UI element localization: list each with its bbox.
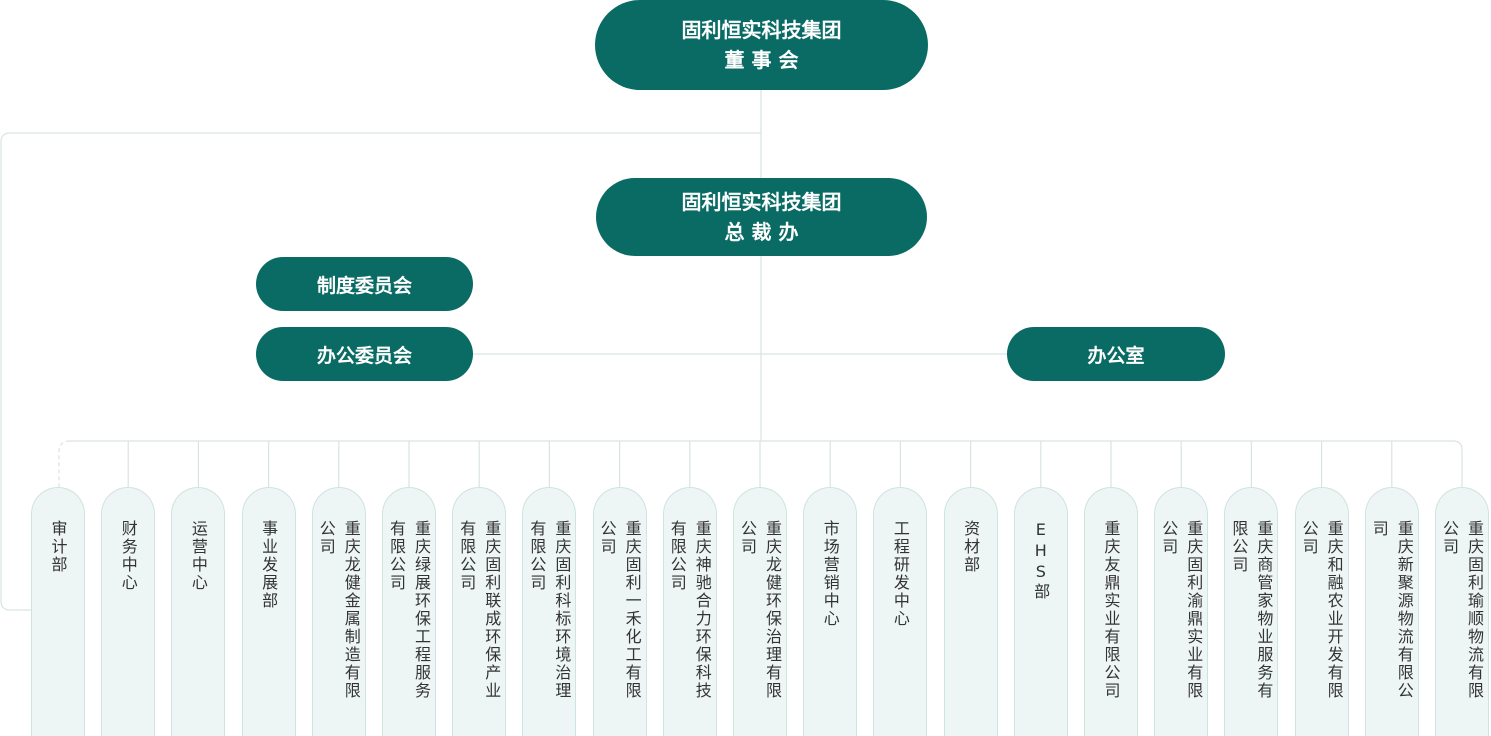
department-node: 重庆和融农业开发有限公司 (1294, 487, 1349, 736)
department-label: 重庆神驰合力环保科技有限公司 (667, 520, 712, 700)
department-label: 市场营销中心 (820, 520, 840, 628)
board-subtitle: 董 事 会 (724, 48, 799, 72)
department-node: 重庆绿展环保工程服务有限公司 (382, 487, 436, 736)
department-node: 重庆龙健环保治理有限公司 (733, 487, 787, 736)
department-node: 工程研发中心 (873, 487, 928, 736)
department-label: 重庆固利渝鼎实业有限公司 (1159, 520, 1204, 700)
department-label: 事业发展部 (259, 520, 279, 610)
department-node: 运营中心 (171, 487, 226, 736)
committee-system-node: 制度委员会 (256, 257, 473, 311)
distribution-bar-left (58, 440, 71, 487)
president-office-node: 固利恒实科技集团 总 裁 办 (596, 178, 927, 256)
department-node: 重庆固利瑜顺物流有限公司 (1435, 487, 1489, 736)
department-node: 重庆新聚源物流有限公司 (1364, 487, 1419, 736)
department-label: 重庆固利科标环境治理有限公司 (527, 520, 572, 700)
department-label: 重庆新聚源物流有限公司 (1369, 520, 1414, 700)
department-node: 重庆固利一禾化工有限公司 (592, 487, 647, 736)
committee-office-node: 办公委员会 (256, 327, 473, 381)
office-node: 办公室 (1007, 327, 1225, 381)
department-label: 工程研发中心 (890, 520, 910, 628)
department-label: 财务中心 (118, 520, 138, 592)
office-label: 办公室 (1087, 344, 1145, 367)
committee-system-label: 制度委员会 (316, 274, 412, 297)
department-label: 重庆固利联成环保产业有限公司 (457, 520, 502, 700)
department-label: 重庆绿展环保工程服务有限公司 (387, 520, 431, 700)
department-node: 财务中心 (101, 487, 156, 736)
department-node: EHS部 (1013, 487, 1068, 736)
department-label: 重庆友鼎实业有限公司 (1101, 520, 1121, 700)
board-node: 固利恒实科技集团 董 事 会 (595, 0, 928, 90)
president-office-title: 固利恒实科技集团 (681, 190, 842, 214)
department-node: 重庆固利渝鼎实业有限公司 (1154, 487, 1209, 736)
department-label: 重庆固利一禾化工有限公司 (597, 520, 642, 700)
department-node: 重庆龙健金属制造有限公司 (311, 487, 366, 736)
department-label: 重庆固利瑜顺物流有限公司 (1440, 520, 1484, 700)
department-label: 重庆和融农业开发有限公司 (1299, 520, 1344, 700)
department-label: 重庆龙健金属制造有限公司 (316, 520, 361, 700)
department-label: 资材部 (961, 520, 981, 574)
board-title: 固利恒实科技集团 (681, 18, 842, 42)
department-node: 审计部 (31, 487, 85, 736)
department-label: 审计部 (48, 520, 68, 574)
department-node: 重庆固利联成环保产业有限公司 (452, 487, 507, 736)
department-node: 市场营销中心 (803, 487, 858, 736)
department-node: 重庆固利科标环境治理有限公司 (522, 487, 577, 736)
department-node: 重庆神驰合力环保科技有限公司 (662, 487, 717, 736)
department-label: EHS部 (1031, 520, 1051, 601)
department-label: 重庆龙健环保治理有限公司 (738, 520, 782, 700)
audit-branch-line (0, 132, 761, 611)
department-node: 资材部 (943, 487, 998, 736)
department-node: 重庆商管家物业服务有限公司 (1224, 487, 1279, 736)
department-label: 运营中心 (188, 520, 208, 592)
department-node: 事业发展部 (241, 487, 296, 736)
department-node: 重庆友鼎实业有限公司 (1084, 487, 1138, 736)
department-label: 重庆商管家物业服务有限公司 (1229, 520, 1274, 700)
committee-office-label: 办公委员会 (316, 344, 412, 367)
president-office-subtitle: 总 裁 办 (724, 220, 799, 244)
distribution-bar (70, 440, 1463, 487)
